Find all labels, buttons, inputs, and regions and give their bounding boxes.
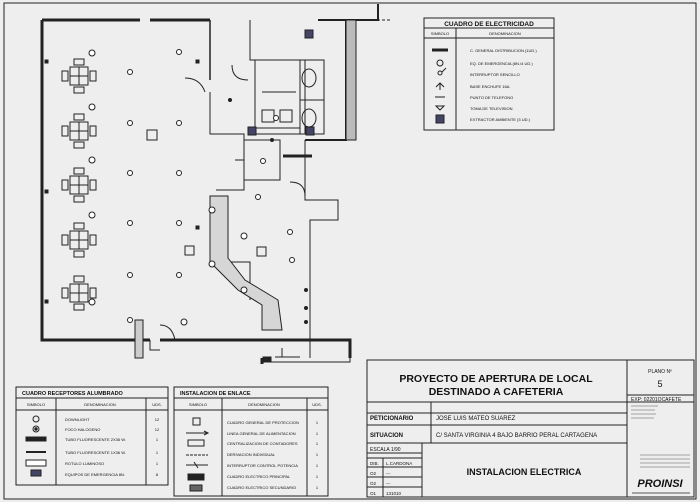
legend-alumbrado-col-uds: UDS. xyxy=(152,402,162,407)
legend-enlace-row-uds: 1 xyxy=(316,485,319,490)
project-title-line2: DESTINADO A CAFETERIA xyxy=(429,386,564,398)
dib-label: DIB. xyxy=(370,461,379,466)
plano-label: PLANO Nº xyxy=(648,369,672,375)
title-block xyxy=(366,359,695,498)
legend-electricidad-row: TOMA DE TELEVISION xyxy=(470,106,513,111)
light-fixtures xyxy=(88,49,295,326)
legend-alumbrado-col-symbol: SIMBOLO xyxy=(27,402,45,407)
legend-enlace-col-uds: UDS. xyxy=(312,402,322,407)
legend-electricidad-row: EXTRACTOR AMBIENTE (3 UD.) xyxy=(470,117,531,122)
legend-electricidad-col-denom: DENOMINACION xyxy=(489,31,521,36)
legend-alumbrado-row-uds: 1 xyxy=(156,450,159,455)
legend-alumbrado xyxy=(15,386,169,486)
situacion-value: C/ SANTA VIRGINIA 4 BAJO BARRIO PERAL CA… xyxy=(436,433,597,439)
legend-enlace-row-name: CUADRO ELECTRICO PRINCIPAL xyxy=(227,474,291,479)
legend-electricidad-row: BASE ENCHUFE 16A. xyxy=(470,84,510,89)
legend-alumbrado-title: CUADRO RECEPTORES ALUMBRADO xyxy=(22,391,124,397)
legend-enlace-row-uds: 1 xyxy=(316,420,319,425)
legend-electricidad-row: INTERRUPTOR SENCILLO xyxy=(470,72,520,77)
legend-electricidad-row: PUNTO DE TELEFONO xyxy=(470,95,513,100)
rev-number: O2 xyxy=(370,471,377,476)
legend-enlace-title: INSTALACION DE ENLACE xyxy=(180,391,251,397)
rev-value: --- xyxy=(386,481,391,486)
legend-alumbrado-col-denom: DENOMINACION xyxy=(84,402,116,407)
legend-enlace-col-symbol: SIMBOLO xyxy=(189,402,207,407)
legend-enlace-row-uds: 1 xyxy=(316,452,319,457)
rev-value: 131010 xyxy=(386,491,402,496)
dib-value: L.CARDONA xyxy=(386,461,412,466)
legend-alumbrado-row-name: TUBO FLUORESCENTE 2X36 W. xyxy=(65,437,126,442)
legend-alumbrado-row-uds: 1 xyxy=(156,461,159,466)
legend-enlace-row-name: CUADRO ELECTRICO SECUNDARIO xyxy=(227,485,296,490)
legend-electricidad xyxy=(423,17,555,131)
situacion-label: SITUACION xyxy=(370,433,403,439)
legend-alumbrado-row-uds: 1 xyxy=(156,437,159,442)
table-group xyxy=(61,58,97,311)
legend-enlace-row-uds: 1 xyxy=(316,463,319,468)
wiring-lines xyxy=(235,159,300,358)
legend-enlace-row-name: INTERRUPTOR CONTROL POTENCIA xyxy=(227,463,298,468)
legend-enlace-row-uds: 1 xyxy=(316,441,319,446)
legend-enlace-row-uds: 1 xyxy=(316,474,319,479)
legend-enlace-row-name: CUADRO GENERAL DE PROTECCION xyxy=(227,420,299,425)
legend-electricidad-row: C. GENERAL DISTRIBUCION (1UD.) xyxy=(470,48,537,53)
legend-electricidad-title: CUADRO DE ELECTRICIDAD xyxy=(444,21,534,28)
peticionario-value: JOSE LUIS MATEO SUAREZ xyxy=(436,416,516,422)
legend-alumbrado-row-name: EQUIPOS DE EMERGENCIA 8N. xyxy=(65,472,125,477)
legend-alumbrado-row-uds: 12 xyxy=(155,417,160,422)
legend-electricidad-col-symbol: SIMBOLO xyxy=(431,31,449,36)
legend-alumbrado-row-name: TUBO FLUORESCENTE 1X36 W. xyxy=(65,450,126,455)
rev-number: O1 xyxy=(370,491,377,496)
legend-alumbrado-row-uds: 8 xyxy=(156,472,159,477)
rev-number: O2 xyxy=(370,481,377,486)
legend-enlace xyxy=(173,386,329,497)
legend-enlace-row-name: LINEA GENERAL DE ALIMENTACION xyxy=(227,431,296,436)
rev-value: --- xyxy=(386,471,391,476)
peticionario-label: PETICIONARIO xyxy=(370,416,414,422)
escala: ESCALA 1/90 xyxy=(370,447,401,453)
exp-code: EXP: 02201OCAFETE xyxy=(631,397,682,403)
floor-plan xyxy=(40,4,392,364)
company-fineprint xyxy=(631,405,690,468)
legend-enlace-row-uds: 1 xyxy=(316,431,319,436)
legend-alumbrado-row-name: FOCO HALOGENO xyxy=(65,427,100,432)
company-logo: PROINSI xyxy=(637,478,683,490)
project-title-line1: PROYECTO DE APERTURA DE LOCAL xyxy=(399,373,593,385)
legend-enlace-row-name: DERIVACION INDIVIDUAL xyxy=(227,452,276,457)
sheet-border xyxy=(3,2,697,500)
legend-alumbrado-row-name: DOWNLIGHT xyxy=(65,417,90,422)
legend-alumbrado-row-name: ROTULO LUMINOSO xyxy=(65,461,104,466)
legend-enlace-col-denom: DENOMINACION xyxy=(248,402,280,407)
plano-number: 5 xyxy=(657,379,662,389)
legend-enlace-row-name: CENTRALIZACION DE CONTADORES xyxy=(227,441,298,446)
legend-alumbrado-row-uds: 12 xyxy=(155,427,160,432)
legend-electricidad-row: EQ. DE EMERGENCIA (8N./4 UD.) xyxy=(470,61,533,66)
outlets-switches xyxy=(44,29,315,363)
drawing-title: INSTALACION ELECTRICA xyxy=(467,467,582,477)
